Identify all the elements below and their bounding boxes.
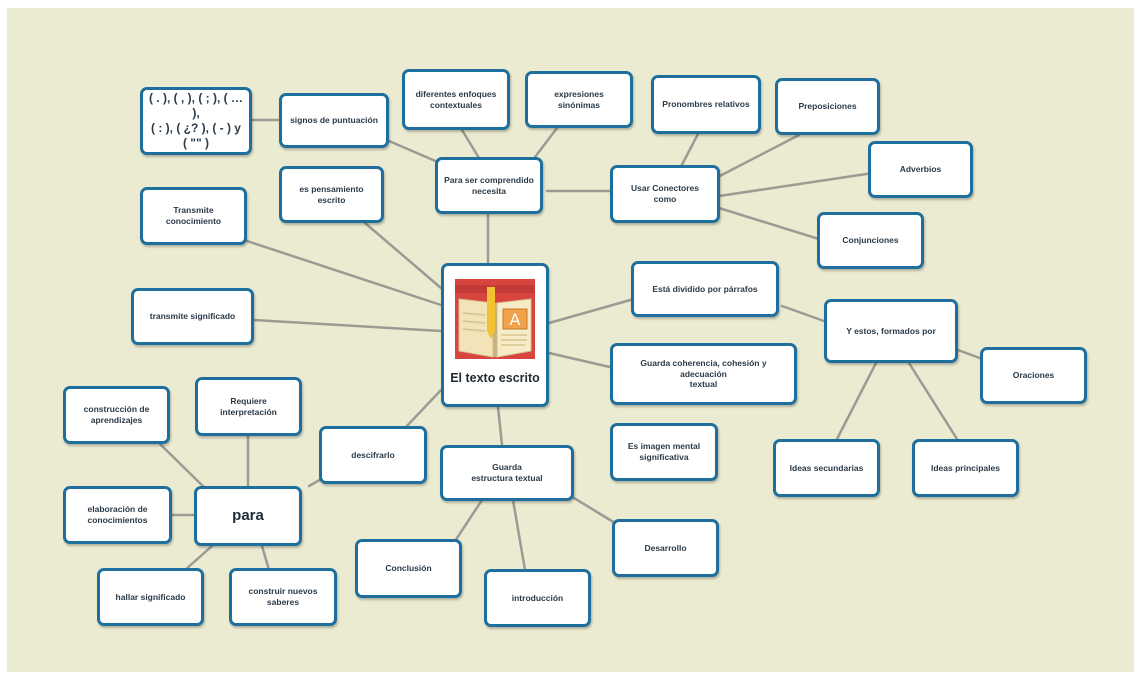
node-y-estos-formados: Y estos, formados por: [824, 299, 958, 363]
concept-map-canvas: ( . ), ( , ), ( ; ), ( … ), ( : ), ( ¿? …: [7, 8, 1134, 672]
node-preposiciones: Preposiciones: [775, 78, 880, 135]
node-pensamiento-escrito: es pensamiento escrito: [279, 166, 384, 223]
link-para-construir: [260, 544, 271, 572]
node-conjunciones: Conjunciones: [817, 212, 924, 269]
node-requiere-interpretacion: Requiere interpretación: [195, 377, 302, 436]
link-center-guardaest: [496, 405, 504, 447]
link-conectores-conjunciones: [717, 206, 824, 242]
node-expresiones-sinonimas: expresiones sinónimas: [525, 71, 633, 128]
node-construccion-aprendizajes: construcción de aprendizajes: [63, 386, 170, 444]
link-enfoques-parasere: [460, 128, 481, 160]
link-signos-parasere: [387, 139, 442, 165]
svg-text:A: A: [510, 310, 521, 329]
book-letter-a-icon: A: [455, 279, 535, 359]
node-adverbios: Adverbios: [868, 141, 973, 198]
node-oraciones: Oraciones: [980, 347, 1087, 404]
link-guardaest-introduccion: [511, 498, 527, 572]
link-guardaest-desarrollo: [572, 496, 617, 525]
connector-lines: [158, 118, 987, 572]
link-transmitecon-center: [245, 239, 443, 307]
node-ideas-secundarias: Ideas secundarias: [773, 439, 880, 497]
node-ideas-principales: Ideas principales: [912, 439, 1019, 497]
link-center-descifrarlo: [403, 388, 443, 430]
node-dividido-parrafos: Está dividido por párrafos: [631, 261, 779, 317]
node-enfoques-contextuales: diferentes enfoques contextuales: [402, 69, 510, 130]
center-node-texto-escrito: A El texto escrito: [441, 263, 549, 407]
link-transmitesig-center: [252, 318, 443, 333]
link-yestos-ideassec: [835, 361, 878, 441]
node-introduccion: introducción: [484, 569, 591, 627]
link-conectores-adverbios: [717, 171, 875, 198]
link-yestos-ideaspri: [907, 361, 959, 441]
node-signos-puntuacion: signos de puntuación: [279, 93, 389, 148]
node-transmite-significado: transmite significado: [131, 288, 254, 345]
link-expresiones-parasere: [530, 126, 559, 163]
node-construir-saberes: construir nuevos saberes: [229, 568, 337, 626]
node-guarda-estructura: Guarda estructura textual: [440, 445, 574, 501]
node-descifrarlo: descifrarlo: [319, 426, 427, 484]
link-conectores-preposiciones: [710, 133, 801, 182]
node-hallar-significado: hallar significado: [97, 568, 204, 626]
node-transmite-conocimiento: Transmite conocimiento: [140, 187, 247, 245]
node-guarda-coherencia: Guarda coherencia, cohesión y adecuación…: [610, 343, 797, 405]
link-dividido-yestos: [780, 304, 826, 323]
node-pronombres-relativos: Pronombres relativos: [651, 75, 761, 134]
node-desarrollo: Desarrollo: [612, 519, 719, 577]
link-center-dividido: [547, 297, 636, 325]
link-para-construccion: [158, 442, 212, 495]
node-para-ser-comprendido: Para ser comprendido necesita: [435, 157, 543, 214]
node-punctuation-marks: ( . ), ( , ), ( ; ), ( … ), ( : ), ( ¿? …: [140, 87, 252, 155]
link-para-hallar: [183, 544, 214, 572]
node-imagen-mental: Es imagen mental significativa: [610, 423, 718, 481]
link-guardaest-conclusion: [453, 498, 484, 543]
link-center-guardacoh: [547, 351, 616, 370]
node-para: para: [194, 486, 302, 546]
node-usar-conectores: Usar Conectores como: [610, 165, 720, 223]
node-conclusion: Conclusión: [355, 539, 462, 598]
link-pensamiento-center: [363, 221, 443, 290]
node-elaboracion-conocimientos: elaboración de conocimientos: [63, 486, 172, 544]
center-node-label: El texto escrito: [450, 371, 540, 385]
